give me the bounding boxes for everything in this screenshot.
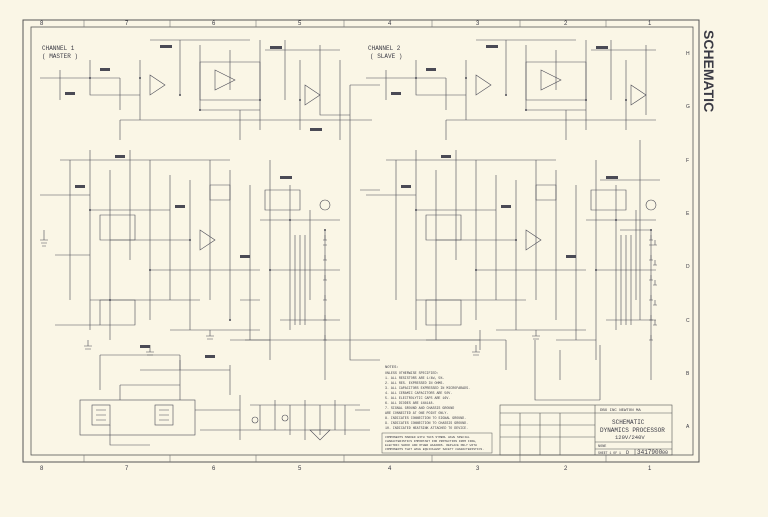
svg-text:2: 2: [564, 466, 568, 472]
svg-text:ELECTRIC SHOCK AND OTHER HAZAR: ELECTRIC SHOCK AND OTHER HAZARDS. REPLAC…: [385, 444, 477, 447]
svg-text:8: 8: [40, 21, 44, 27]
title-schematic: SCHEMATIC: [612, 419, 645, 426]
side-title: SCHEMATIC: [701, 30, 717, 112]
svg-text:6. ALL DIODES ARE 1N4148.: 6. ALL DIODES ARE 1N4148.: [385, 401, 434, 405]
zone-ticks: [83, 20, 607, 462]
title-size: D: [626, 450, 629, 456]
svg-text:3. ALL CAPACITORS EXPRESSED IN: 3. ALL CAPACITORS EXPRESSED IN MICROFARA…: [385, 386, 470, 390]
channel-interconnect: [245, 84, 660, 401]
title-sheet: SHEET 1 OF 1: [598, 451, 621, 455]
safety-warning-block: COMPONENTS MARKED WITH THIS SYMBOL HAVE …: [381, 432, 493, 454]
svg-text:COMPONENTS MARKED WITH THIS SY: COMPONENTS MARKED WITH THIS SYMBOL HAVE …: [385, 436, 470, 439]
channel-1-label: CHANNEL 1: [42, 45, 75, 52]
svg-text:7. SIGNAL GROUND AND CHASSIS G: 7. SIGNAL GROUND AND CHASSIS GROUND: [385, 406, 454, 410]
svg-text:D: D: [686, 264, 690, 270]
svg-text:ARE CONNECTED AT ONE POINT ONL: ARE CONNECTED AT ONE POINT ONLY.: [385, 411, 448, 415]
svg-text:E: E: [686, 211, 690, 217]
channel-1-circuit: [40, 39, 351, 390]
svg-text:3: 3: [476, 466, 480, 472]
channel-2-component-marks: [391, 45, 652, 271]
svg-text:1: 1: [648, 466, 652, 472]
inner-border: [30, 26, 694, 456]
svg-text:6: 6: [212, 466, 216, 472]
svg-text:7: 7: [125, 466, 129, 472]
channel-1-sublabel: ( MASTER ): [42, 53, 78, 60]
svg-text:3: 3: [476, 21, 480, 27]
zone-labels-bottom: 8 7 6 5 4 3 2 1: [40, 466, 652, 472]
title-block: [499, 404, 673, 456]
svg-text:UNLESS OTHERWISE SPECIFIED:: UNLESS OTHERWISE SPECIFIED:: [385, 371, 438, 375]
svg-text:4. ALL CERAMIC CAPACITORS ARE: 4. ALL CERAMIC CAPACITORS ARE 50V.: [385, 391, 452, 395]
svg-text:C: C: [686, 318, 690, 324]
svg-text:5: 5: [298, 21, 302, 27]
svg-text:8: 8: [40, 466, 44, 472]
svg-text:G: G: [686, 104, 690, 110]
svg-text:NOTES:: NOTES:: [385, 366, 399, 370]
svg-text:5. ALL ELECTROLYTIC CAPS ARE 1: 5. ALL ELECTROLYTIC CAPS ARE 16V.: [385, 396, 450, 400]
svg-text:4: 4: [388, 466, 392, 472]
svg-text:6: 6: [212, 21, 216, 27]
drawing-number: 3417900: [637, 449, 663, 456]
svg-text:5: 5: [298, 466, 302, 472]
outer-border: [22, 19, 700, 463]
title-scale: NONE: [598, 445, 606, 449]
svg-text:7: 7: [125, 21, 129, 27]
title-voltage: 120V/240V: [615, 434, 645, 441]
svg-text:8. INDICATES CONNECTION TO SIG: 8. INDICATES CONNECTION TO SIGNAL GROUND…: [385, 416, 466, 420]
svg-text:1: 1: [648, 21, 652, 27]
svg-text:B: B: [686, 371, 690, 377]
channel-1-component-marks: [65, 45, 326, 358]
svg-text:9. INDICATES CONNECTION TO CHA: 9. INDICATES CONNECTION TO CHASSIS GROUN…: [385, 421, 468, 425]
svg-text:COMPONENTS THAT HAVE EQUIVALEN: COMPONENTS THAT HAVE EQUIVALENT SAFETY C…: [385, 448, 484, 451]
svg-text:2: 2: [564, 21, 568, 27]
channel-2-label: CHANNEL 2: [368, 45, 401, 52]
svg-text:4: 4: [388, 21, 392, 27]
title-product: DYNAMICS PROCESSOR: [600, 427, 665, 434]
svg-text:CHARACTERISTICS IMPORTANT FOR: CHARACTERISTICS IMPORTANT FOR PROTECTION…: [385, 440, 477, 443]
svg-text:F: F: [686, 158, 689, 164]
zone-labels-top: 8 7 6 5 4 3 2 1: [40, 21, 652, 27]
svg-text:H: H: [686, 51, 690, 57]
company-name: DBX INC NEWTON MA: [600, 409, 641, 413]
power-supply-section: [79, 360, 370, 446]
svg-text:1. ALL RESISTORS ARE 1/4W, 5%.: 1. ALL RESISTORS ARE 1/4W, 5%.: [385, 376, 444, 380]
channel-2-circuit: [366, 39, 657, 380]
svg-text:A: A: [686, 424, 690, 430]
drawing-revision: 00: [662, 450, 668, 456]
zone-labels-right: H G F E D C B A: [686, 51, 690, 430]
svg-text:10. INDICATED HEATSINK ATTACHE: 10. INDICATED HEATSINK ATTACHED TO DEVIC…: [385, 426, 468, 430]
notes-block: NOTES: UNLESS OTHERWISE SPECIFIED: 1. AL…: [385, 366, 470, 430]
svg-text:2. ALL RES. EXPRESSED IN OHMS.: 2. ALL RES. EXPRESSED IN OHMS.: [385, 381, 444, 385]
channel-2-sublabel: ( SLAVE ): [370, 53, 402, 60]
